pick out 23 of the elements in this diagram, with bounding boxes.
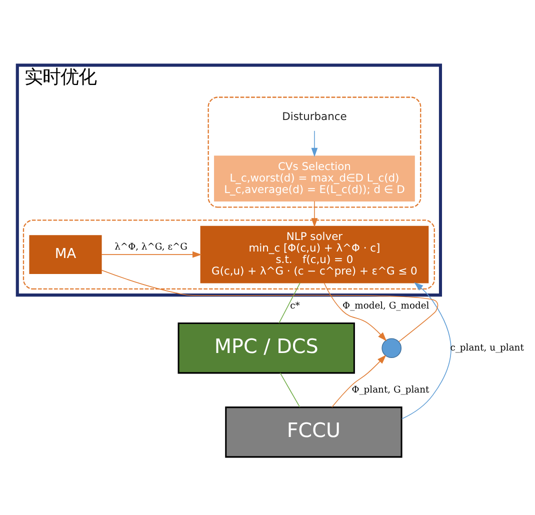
arrow (401, 282, 452, 419)
edge-label: c* (290, 300, 300, 311)
edge-label: c_plant, u_plant (450, 342, 524, 353)
edge-label: Φ_plant, G_plant (352, 384, 430, 395)
cluster (22, 219, 435, 289)
connector (280, 372, 300, 407)
node-box: NLP solver min_c [Φ(c,u) + λ^Φ · c] s.t. f(c,u) = 0 G(c,u) + λ^G · (c − c^pre) + ε^G ≤ 0 (200, 225, 429, 283)
arrow (311, 200, 318, 227)
node-circle (382, 338, 402, 358)
arrow (101, 250, 202, 258)
arrow (311, 130, 318, 157)
node-box: CVs Selection L_c,worst(d) = max_d∈D L_c(d) L_c,average(d) = E(L_c(d)); d ∈ D (214, 155, 415, 201)
node-text: Disturbance (282, 109, 347, 122)
edge-label: λ^Φ, λ^G, ε^G (114, 241, 188, 252)
node-box: MA (29, 234, 102, 274)
node-box: MPC / DCS (178, 322, 355, 374)
connector (101, 269, 438, 342)
edge-label: Φ_model, G_model (342, 300, 430, 311)
connector (278, 282, 300, 324)
cluster (208, 96, 422, 208)
node-box: FCCU (225, 406, 402, 458)
arrow (324, 282, 387, 341)
arrow (332, 354, 386, 408)
